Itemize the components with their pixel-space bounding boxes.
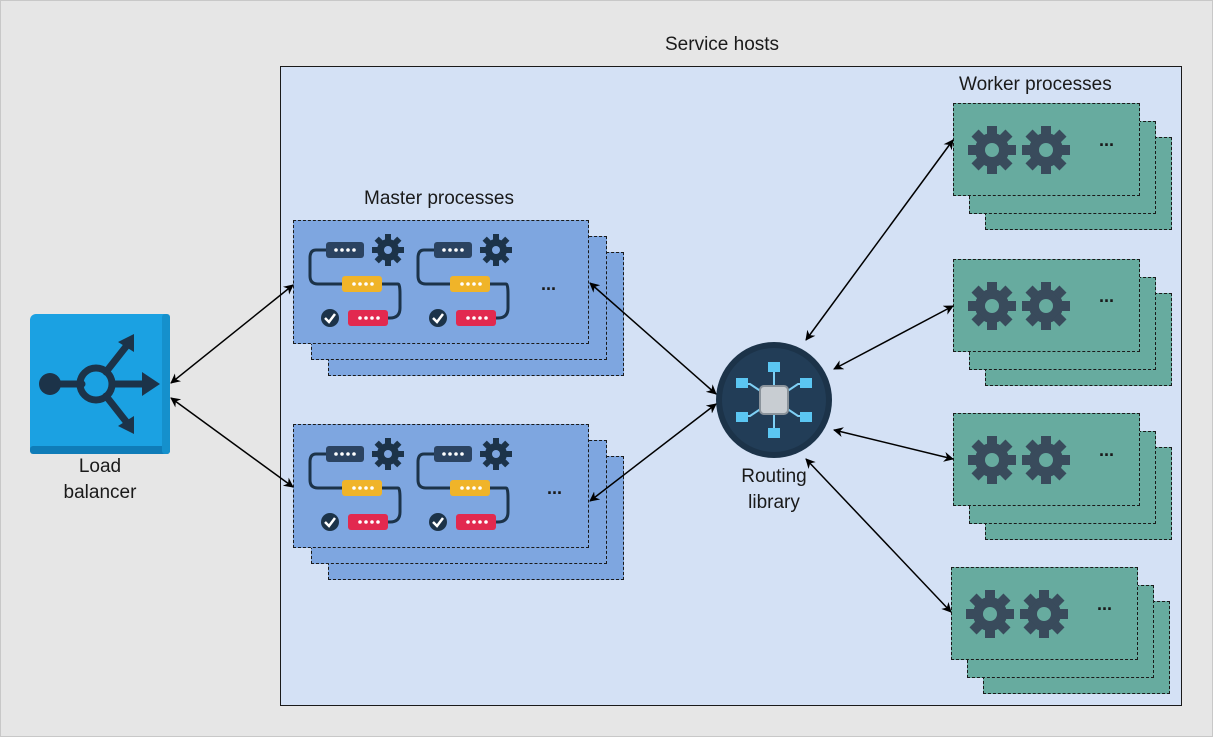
workflow-icon (416, 234, 512, 327)
master-ellipsis: ... (541, 274, 557, 294)
arrow-lb-master-top (170, 284, 294, 384)
worker-ellipsis: ... (1099, 440, 1115, 460)
arrow-router-worker-2 (833, 305, 954, 370)
gear-icon (968, 436, 1070, 484)
arrow-router-worker-3 (833, 427, 954, 462)
arrow-master-top-router (589, 282, 717, 395)
gear-icon (966, 590, 1068, 638)
gear-icon (968, 282, 1070, 330)
arrow-master-bottom-router (589, 403, 717, 502)
routing-library-label-line2: library (748, 492, 800, 513)
gear-icon (968, 126, 1070, 174)
worker-ellipsis: ... (1097, 594, 1113, 614)
workflow-icon (308, 234, 404, 327)
routing-library-label-line1: Routing (741, 466, 807, 487)
load-balancer-label-line2: balancer (63, 482, 137, 503)
routing-library-label: Routing library (712, 464, 836, 516)
arrow-router-worker-4 (805, 458, 952, 613)
routing-chip-icon[interactable] (716, 342, 832, 458)
workflow-icon (308, 438, 404, 531)
workflow-icon (416, 438, 512, 531)
load-balancer-label: Load balancer (40, 454, 160, 506)
master-processes-label: Master processes (364, 188, 514, 209)
service-hosts-title: Service hosts (665, 34, 780, 55)
arrow-router-worker-1 (805, 139, 954, 341)
load-balancer-icon[interactable] (30, 314, 170, 454)
worker-processes-label: Worker processes (959, 74, 1112, 95)
worker-ellipsis: ... (1099, 286, 1115, 306)
master-ellipsis: ... (547, 478, 563, 498)
arrow-lb-master-bottom (170, 397, 294, 488)
worker-ellipsis: ... (1099, 130, 1115, 150)
load-balancer-label-line1: Load (78, 456, 122, 477)
